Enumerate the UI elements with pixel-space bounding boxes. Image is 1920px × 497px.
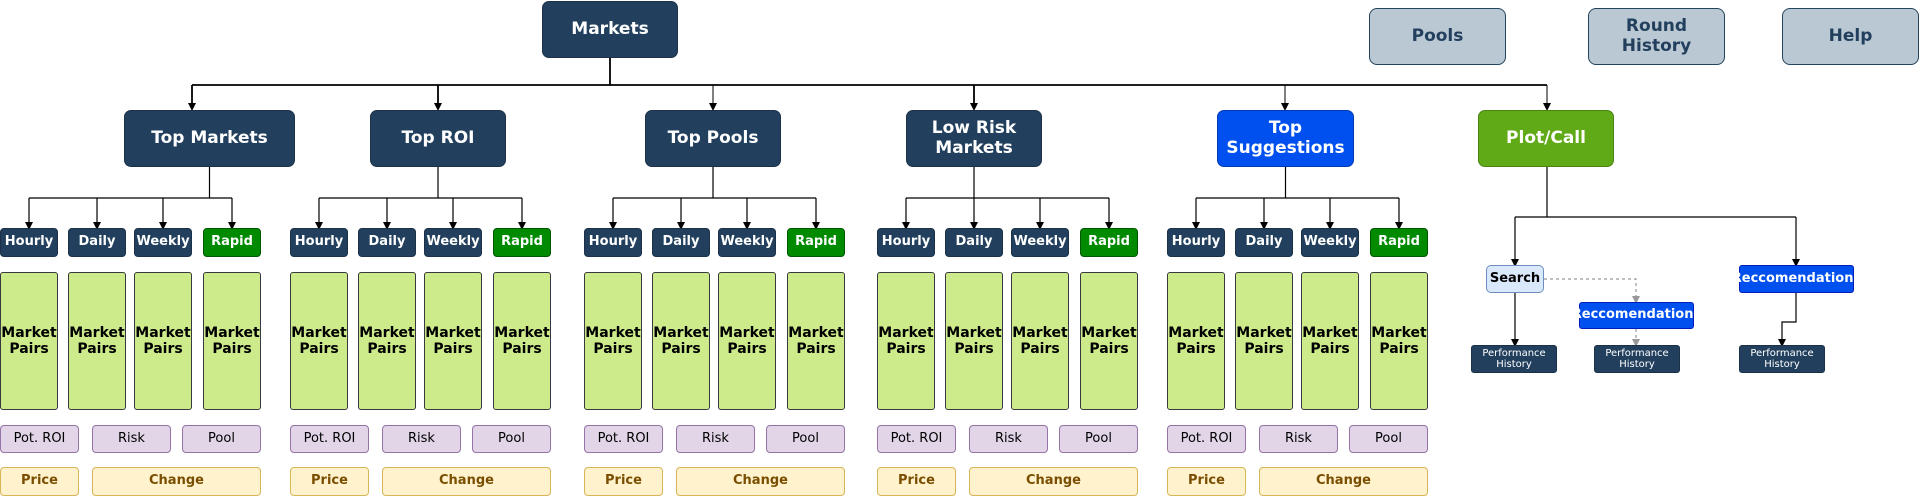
- metric-risk-top-roi[interactable]: Risk: [382, 425, 461, 453]
- pools-button[interactable]: Pools: [1369, 8, 1506, 65]
- timeframe-rapid-top-roi[interactable]: Rapid: [493, 228, 551, 257]
- metric-pot-roi-low-risk-markets[interactable]: Pot. ROI: [877, 425, 956, 453]
- category-top-markets[interactable]: Top Markets: [124, 110, 295, 167]
- metric-pot-roi-top-pools[interactable]: Pot. ROI: [584, 425, 663, 453]
- price-top-markets[interactable]: Price: [0, 467, 79, 496]
- metric-pool-low-risk-markets[interactable]: Pool: [1059, 425, 1138, 453]
- timeframe-daily-top-roi[interactable]: Daily: [358, 228, 416, 257]
- timeframe-hourly-top-roi[interactable]: Hourly: [290, 228, 348, 257]
- timeframe-hourly-top-suggestions[interactable]: Hourly: [1167, 228, 1225, 257]
- market-pairs-daily-top-pools[interactable]: Market Pairs: [652, 272, 710, 410]
- metric-pot-roi-top-roi[interactable]: Pot. ROI: [290, 425, 369, 453]
- price-low-risk-markets[interactable]: Price: [877, 467, 956, 496]
- market-pairs-weekly-top-roi[interactable]: Market Pairs: [424, 272, 482, 410]
- market-pairs-rapid-top-suggestions[interactable]: Market Pairs: [1370, 272, 1428, 410]
- change-top-pools[interactable]: Change: [676, 467, 845, 496]
- market-pairs-daily-top-roi[interactable]: Market Pairs: [358, 272, 416, 410]
- metric-pot-roi-top-markets[interactable]: Pot. ROI: [0, 425, 79, 453]
- search-node[interactable]: Search: [1486, 265, 1544, 293]
- timeframe-daily-top-pools[interactable]: Daily: [652, 228, 710, 257]
- timeframe-rapid-top-pools[interactable]: Rapid: [787, 228, 845, 257]
- market-pairs-weekly-low-risk-markets[interactable]: Market Pairs: [1011, 272, 1069, 410]
- timeframe-rapid-low-risk-markets[interactable]: Rapid: [1080, 228, 1138, 257]
- search-to-reco-mid: [1544, 278, 1640, 304]
- market-pairs-rapid-top-pools[interactable]: Market Pairs: [787, 272, 845, 410]
- change-top-suggestions[interactable]: Change: [1259, 467, 1428, 496]
- metric-risk-low-risk-markets[interactable]: Risk: [969, 425, 1048, 453]
- performance-history-node-1[interactable]: Performance History: [1471, 345, 1557, 373]
- timeframe-rapid-top-suggestions[interactable]: Rapid: [1370, 228, 1428, 257]
- market-pairs-weekly-top-markets[interactable]: Market Pairs: [134, 272, 192, 410]
- timeframe-weekly-low-risk-markets[interactable]: Weekly: [1011, 228, 1069, 257]
- metric-risk-top-pools[interactable]: Risk: [676, 425, 755, 453]
- market-pairs-hourly-top-roi[interactable]: Market Pairs: [290, 272, 348, 410]
- timeframe-hourly-top-pools[interactable]: Hourly: [584, 228, 642, 257]
- timeframe-weekly-top-suggestions[interactable]: Weekly: [1301, 228, 1359, 257]
- timeframe-weekly-top-markets[interactable]: Weekly: [134, 228, 192, 257]
- market-pairs-hourly-low-risk-markets[interactable]: Market Pairs: [877, 272, 935, 410]
- performance-history-node-3[interactable]: Performance History: [1739, 345, 1825, 373]
- round-history-button[interactable]: Round History: [1588, 8, 1725, 65]
- price-top-pools[interactable]: Price: [584, 467, 663, 496]
- timeframe-daily-top-markets[interactable]: Daily: [68, 228, 126, 257]
- help-button[interactable]: Help: [1782, 8, 1919, 65]
- market-pairs-hourly-top-suggestions[interactable]: Market Pairs: [1167, 272, 1225, 410]
- change-low-risk-markets[interactable]: Change: [969, 467, 1138, 496]
- metric-pool-top-pools[interactable]: Pool: [766, 425, 845, 453]
- plot-call-node[interactable]: Plot/Call: [1478, 110, 1614, 167]
- timeframe-daily-low-risk-markets[interactable]: Daily: [945, 228, 1003, 257]
- metric-pool-top-suggestions[interactable]: Pool: [1349, 425, 1428, 453]
- change-top-markets[interactable]: Change: [92, 467, 261, 496]
- change-top-roi[interactable]: Change: [382, 467, 551, 496]
- timeframe-weekly-top-pools[interactable]: Weekly: [718, 228, 776, 257]
- category-low-risk-markets[interactable]: Low Risk Markets: [906, 110, 1042, 167]
- reco-right-to-perf: [1778, 293, 1797, 347]
- recommendations-node-right[interactable]: Reccomendations: [1732, 265, 1861, 293]
- category-top-pools[interactable]: Top Pools: [645, 110, 781, 167]
- price-top-roi[interactable]: Price: [290, 467, 369, 496]
- timeframe-weekly-top-roi[interactable]: Weekly: [424, 228, 482, 257]
- market-pairs-rapid-low-risk-markets[interactable]: Market Pairs: [1080, 272, 1138, 410]
- performance-history-node-2[interactable]: Performance History: [1594, 345, 1680, 373]
- metric-pool-top-roi[interactable]: Pool: [472, 425, 551, 453]
- metric-pool-top-markets[interactable]: Pool: [182, 425, 261, 453]
- market-pairs-hourly-top-pools[interactable]: Market Pairs: [584, 272, 642, 410]
- market-pairs-rapid-top-markets[interactable]: Market Pairs: [203, 272, 261, 410]
- market-pairs-weekly-top-pools[interactable]: Market Pairs: [718, 272, 776, 410]
- timeframe-hourly-top-markets[interactable]: Hourly: [0, 228, 58, 257]
- metric-risk-top-markets[interactable]: Risk: [92, 425, 171, 453]
- metric-pot-roi-top-suggestions[interactable]: Pot. ROI: [1167, 425, 1246, 453]
- metric-risk-top-suggestions[interactable]: Risk: [1259, 425, 1338, 453]
- market-pairs-daily-top-markets[interactable]: Market Pairs: [68, 272, 126, 410]
- market-pairs-hourly-top-markets[interactable]: Market Pairs: [0, 272, 58, 410]
- market-pairs-weekly-top-suggestions[interactable]: Market Pairs: [1301, 272, 1359, 410]
- market-pairs-rapid-top-roi[interactable]: Market Pairs: [493, 272, 551, 410]
- market-pairs-daily-low-risk-markets[interactable]: Market Pairs: [945, 272, 1003, 410]
- market-pairs-daily-top-suggestions[interactable]: Market Pairs: [1235, 272, 1293, 410]
- timeframe-hourly-low-risk-markets[interactable]: Hourly: [877, 228, 935, 257]
- category-top-suggestions[interactable]: Top Suggestions: [1217, 110, 1354, 167]
- markets-node[interactable]: Markets: [542, 1, 678, 58]
- price-top-suggestions[interactable]: Price: [1167, 467, 1246, 496]
- timeframe-rapid-top-markets[interactable]: Rapid: [203, 228, 261, 257]
- category-top-roi[interactable]: Top ROI: [370, 110, 506, 167]
- recommendations-node-mid[interactable]: Reccomendations: [1572, 302, 1701, 329]
- timeframe-daily-top-suggestions[interactable]: Daily: [1235, 228, 1293, 257]
